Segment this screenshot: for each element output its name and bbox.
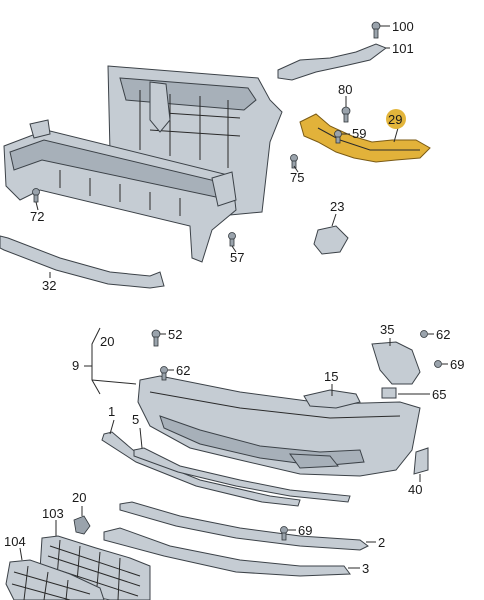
leader-lines-bottom <box>19 327 448 569</box>
label-35: 35 <box>380 322 394 337</box>
label-57: 57 <box>230 250 244 265</box>
bumper-cover <box>137 375 421 477</box>
bolt-69-bottom <box>280 526 288 541</box>
label-69-bottom: 69 <box>298 523 312 538</box>
label-32: 32 <box>42 278 56 293</box>
label-104: 104 <box>4 534 26 549</box>
part-labels: 100 101 80 29 59 75 23 72 57 32 20 52 35… <box>4 19 464 576</box>
label-29: 29 <box>388 112 402 127</box>
bolt-62-left <box>160 366 168 381</box>
bolt-72 <box>32 188 40 203</box>
label-80: 80 <box>338 82 352 97</box>
label-2: 2 <box>378 535 385 550</box>
tow-hook-cap <box>313 225 349 255</box>
label-62-right: 62 <box>436 327 450 342</box>
spoiler-3 <box>103 527 351 577</box>
clip-65 <box>381 387 397 399</box>
label-3: 3 <box>362 561 369 576</box>
label-23: 23 <box>330 199 344 214</box>
label-5: 5 <box>132 412 139 427</box>
leader-lines-top <box>35 25 399 278</box>
bolt-75 <box>290 154 298 169</box>
lower-trim-strip <box>0 235 165 289</box>
upper-bracket <box>277 43 388 81</box>
bolt-62-right <box>420 330 428 338</box>
label-75: 75 <box>290 170 304 185</box>
front-end-carrier <box>107 65 283 216</box>
label-69-right: 69 <box>450 357 464 372</box>
bumper-guide-bracket-highlighted <box>299 113 431 163</box>
label-20-bottom: 20 <box>72 490 86 505</box>
bolt-52 <box>151 329 161 347</box>
label-59: 59 <box>352 126 366 141</box>
clip-20 <box>73 515 91 535</box>
label-62-left: 62 <box>176 363 190 378</box>
label-65: 65 <box>432 387 446 402</box>
bolt-80 <box>341 106 351 123</box>
trim-strip-5 <box>133 447 351 503</box>
label-52: 52 <box>168 327 182 342</box>
label-72: 72 <box>30 209 44 224</box>
bolt-57 <box>228 232 236 247</box>
label-100: 100 <box>392 19 414 34</box>
side-trim-40 <box>413 447 429 475</box>
label-20-top: 20 <box>100 334 114 349</box>
bolt-59 <box>334 130 342 144</box>
highlight-ring <box>386 109 406 129</box>
label-101: 101 <box>392 41 414 56</box>
label-9: 9 <box>72 358 79 373</box>
bolt-69-right <box>434 360 442 368</box>
bolt-100 <box>371 21 381 39</box>
bumper-reinforcement-beam <box>3 119 237 263</box>
side-bracket <box>371 341 421 385</box>
label-1: 1 <box>108 404 115 419</box>
label-103: 103 <box>42 506 64 521</box>
label-40: 40 <box>408 482 422 497</box>
grille-104 <box>5 559 105 600</box>
label-15: 15 <box>324 369 338 384</box>
trim-strip-2 <box>119 501 369 551</box>
center-bracket <box>303 389 361 409</box>
